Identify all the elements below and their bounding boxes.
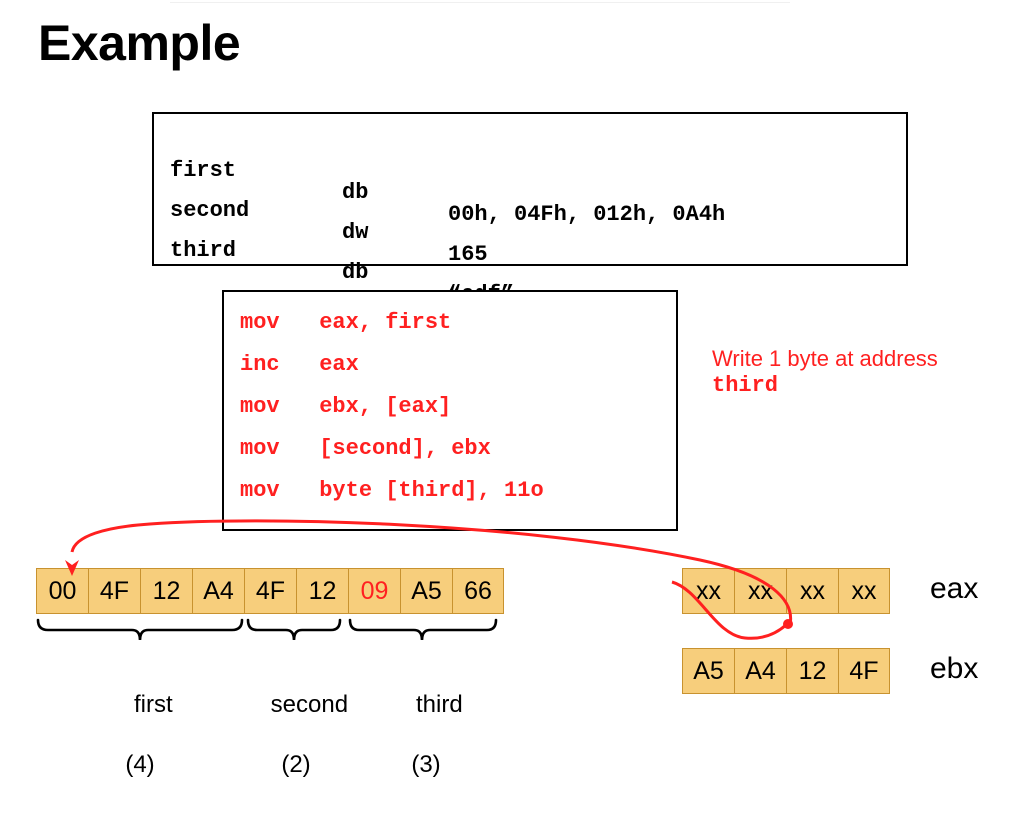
memory-cell: A5 (400, 568, 452, 614)
memory-cell: 4F (244, 568, 296, 614)
memory-cell: 66 (452, 568, 504, 614)
data-row-value: 00h, 04Fh, 012h, 0A4h (448, 202, 726, 227)
memory-group-count: (3) (411, 751, 441, 778)
data-row-directive: db (342, 180, 369, 205)
register-cell: xx (786, 568, 838, 614)
slide-canvas: Example first db 00h, 04Fh, 012h, 0A4h s… (36, 2, 1024, 778)
data-row-value: 165 (448, 242, 488, 267)
assembly-code-panel: mov eax, first inc eax mov ebx, [eax] mo… (222, 290, 678, 531)
memory-group-count: (4) (125, 751, 155, 778)
register-ebx-cells: A5 A4 12 4F (682, 648, 890, 694)
memory-cell: 00 (36, 568, 88, 614)
register-label-eax: eax (930, 572, 979, 605)
data-row-name: second (170, 198, 250, 223)
data-row-name: first (170, 158, 237, 183)
brace-second-icon (246, 618, 342, 641)
register-cell: 12 (786, 648, 838, 694)
data-row-name: third (170, 238, 237, 263)
annotation-note: Write 1 byte at address third (712, 346, 1024, 400)
memory-cell-written: 09 (348, 568, 400, 614)
memory-cell: A4 (192, 568, 244, 614)
data-row-directive: dw (342, 220, 369, 245)
code-line: mov [second], ebx (240, 436, 491, 461)
data-declaration-panel: first db 00h, 04Fh, 012h, 0A4h second dw… (152, 112, 908, 306)
code-line: inc eax (240, 352, 359, 377)
arrow-dot-icon (783, 619, 793, 629)
register-cell: xx (682, 568, 734, 614)
register-eax-cells: xx xx xx xx (682, 568, 890, 614)
code-line: mov eax, first (240, 310, 452, 335)
memory-cell: 12 (296, 568, 348, 614)
annotation-symbol: third (712, 373, 779, 398)
memory-group-third: third (3) (348, 660, 504, 840)
annotation-text: Write 1 byte at address (712, 346, 938, 371)
memory-brace-group (36, 618, 498, 641)
code-line: mov byte [third], 11o (240, 478, 544, 503)
memory-cell: 12 (140, 568, 192, 614)
memory-cell: 4F (88, 568, 140, 614)
data-row-directive: db (342, 260, 369, 285)
register-cell: A5 (682, 648, 734, 694)
memory-byte-row: 00 4F 12 A4 4F 12 09 A5 66 (36, 568, 504, 614)
memory-group-count: (2) (281, 751, 311, 778)
memory-group-second: second (2) (244, 660, 348, 840)
memory-group-first: first (4) (36, 660, 244, 840)
slide-top-rule (170, 2, 790, 3)
register-cell: 4F (838, 648, 890, 694)
brace-first-icon (36, 618, 244, 641)
register-cell: xx (838, 568, 890, 614)
memory-group-label: first (134, 691, 173, 718)
data-row: second dw 165 (170, 178, 488, 288)
register-label-ebx: ebx (930, 652, 979, 685)
register-cell: xx (734, 568, 786, 614)
memory-group-label: third (415, 691, 463, 718)
data-row: first db 00h, 04Fh, 012h, 0A4h (170, 138, 725, 248)
register-cell: A4 (734, 648, 786, 694)
page-title: Example (38, 15, 241, 71)
code-line: mov ebx, [eax] (240, 394, 452, 419)
memory-group-label: second (270, 691, 349, 718)
brace-third-icon (348, 618, 498, 641)
